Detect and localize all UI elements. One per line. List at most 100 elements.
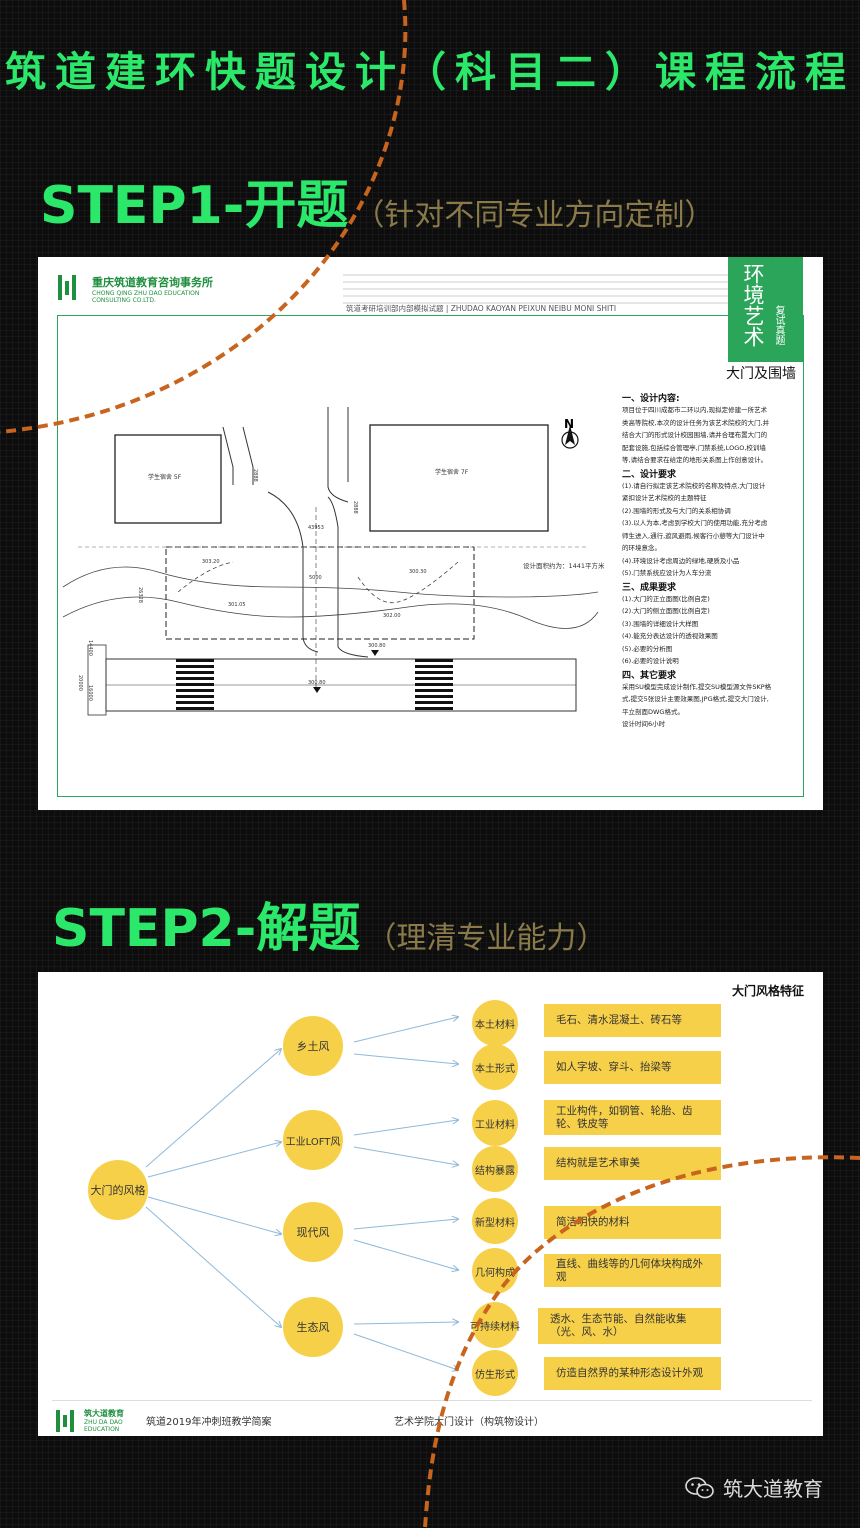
site-plan-drawing [62, 407, 599, 716]
step2-title: STEP2-解题 [52, 899, 361, 959]
company-logo-icon [58, 275, 76, 300]
req-line: (4).能充分表达设计的透视效果图 [622, 632, 718, 640]
feature-desc: 结构就是艺术审美 [544, 1147, 721, 1180]
req-line: (5).必要的分析图 [622, 644, 673, 653]
elev-2: 300.80 [368, 643, 386, 649]
feature-node: 新型材料 [472, 1198, 518, 1244]
company-name-block: 重庆筑道教育咨询事务所 CHONG QING ZHU DAO EDUCATION… [92, 274, 213, 304]
elev-3: 301.05 [228, 602, 246, 608]
step1-subtitle: （针对不同专业方向定制） [354, 198, 715, 233]
req-line: 采用SU模型完成设计制作,提交SU模型源文件SKP格 [622, 682, 772, 691]
dim-3: 43953 [308, 525, 324, 531]
mindmap-title: 大门风格特征 [732, 984, 805, 998]
footer-brand-en-1: ZHU DA DAO [84, 1419, 123, 1426]
step1-heading: STEP1-开题 （针对不同专业方向定制） [40, 163, 714, 238]
req-heading-3: 三、成果要求 [622, 582, 677, 593]
style-node-eco: 生态风 [283, 1297, 343, 1357]
req-line: 类高等院校,本次的设计任务为该艺术院校的大门,并 [622, 418, 770, 427]
elev-4: 303.20 [202, 559, 220, 565]
req-heading-4: 四、其它要求 [622, 670, 677, 681]
req-line: 式,提交5张设计主要效果图,JPG格式,提交大门设计, [622, 695, 769, 703]
dim-7: 20000 [77, 675, 83, 691]
subject-tag: 环境艺术 复试真题 [728, 257, 803, 362]
footer-rule [52, 1400, 812, 1401]
req-line: (2).围墙的形式及与大门的关系相协调 [622, 506, 731, 515]
style-mindmap-panel: 大门风格特征 大门的风格 乡土风 工业LOFT风 现代风 生态风 本土材料 本土… [38, 972, 823, 1436]
req-line: 等,请结合要求在给定的地形关系图上作创意设计。 [622, 456, 768, 464]
building-left-label: 学生宿舍 5F [148, 474, 182, 481]
req-line: 紧扣设计艺术院校的主题特征 [622, 494, 707, 502]
feature-node: 工业材料 [472, 1100, 518, 1146]
step2-subtitle: （理清专业能力） [366, 921, 607, 956]
step1-title: STEP1-开题 [40, 176, 349, 236]
company-name-en-1: CHONG QING ZHU DAO EDUCATION [92, 290, 200, 297]
subject-tag-main: 环境艺术 [741, 263, 765, 347]
elev-6: 302.00 [383, 613, 401, 619]
feature-node: 本土形式 [472, 1044, 518, 1090]
req-line: 的环境意念。 [622, 544, 661, 552]
root-node: 大门的风格 [88, 1160, 148, 1220]
dim-6: 14400 [87, 640, 93, 656]
req-heading-2: 二、设计要求 [622, 469, 677, 480]
req-line: 配套设施,包括综合管理亭,门禁系统,LOGO,校训墙 [622, 443, 766, 452]
step2-heading: STEP2-解题 （理清专业能力） [52, 886, 606, 961]
feature-desc: 毛石、清水混凝土、砖石等 [544, 1004, 721, 1037]
req-line: (1).大门的正立面图(比例自定) [622, 594, 710, 603]
feature-node: 仿生形式 [472, 1350, 518, 1396]
company-name-cn: 重庆筑道教育咨询事务所 [92, 276, 213, 289]
footer-topic: 艺术学院大门设计（构筑物设计） [394, 1417, 544, 1428]
feature-node: 结构暴露 [472, 1146, 518, 1192]
dim-2: 2888 [352, 501, 358, 514]
requirements-block: 一、设计内容: 项目位于四川成都市二环以内,现拟定修建一所艺术 类高等院校,本次… [622, 391, 771, 731]
req-line: (3).以人为本,考虑到学校大门的使用功能,充分考虑 [622, 519, 768, 527]
wechat-watermark: 筑大道教育 [685, 1473, 823, 1502]
style-node-rural: 乡土风 [283, 1016, 343, 1076]
req-line: (2).大门的侧立面图(比例自定) [622, 607, 710, 615]
dim-4: 5000 [309, 575, 322, 581]
req-line: 设计时间6小时 [622, 720, 666, 728]
dim-8: 16000 [87, 685, 93, 701]
footer-brand-en-2: EDUCATION [84, 1426, 120, 1433]
watermark-text: 筑大道教育 [723, 1477, 823, 1501]
exam-sheet-panel: 重庆筑道教育咨询事务所 CHONG QING ZHU DAO EDUCATION… [38, 257, 823, 810]
area-label: 设计面积约为：1441平方米 [523, 562, 605, 570]
req-line: (1).请自行拟定该艺术院校的名称及特点,大门设计 [622, 481, 766, 490]
company-name-en-2: CONSULTING CO.LTD. [92, 297, 156, 304]
footer-course: 筑道2019年冲刺班教学简案 [146, 1417, 272, 1428]
footer-brand-cn: 筑大道教育 [84, 1409, 124, 1418]
feature-desc: 透水、生态节能、自然能收集（光、风、水） [538, 1308, 721, 1344]
feature-desc: 如人字坡、穿斗、抬梁等 [544, 1051, 721, 1084]
topic-title: 大门及围墙 [726, 366, 796, 382]
elev-1: 300.80 [308, 680, 326, 686]
wechat-icon [685, 1476, 714, 1498]
building-right-label: 学生宿舍 7F [435, 469, 469, 476]
feature-node: 本土材料 [472, 1000, 518, 1046]
req-line: 平立剖面DWG格式。 [622, 707, 684, 716]
req-line: 结合大门的形式设计校园围墙,请并合理布置大门的 [622, 431, 768, 439]
feature-desc: 简洁明快的材料 [544, 1206, 721, 1239]
req-line: 师生进入,通行,遮风避雨,候客行小憩等大门设计中 [622, 531, 765, 540]
doc-header-text: 筑道考研培训部内部模拟试题 | ZHUDAO KAOYAN PEIXUN NEI… [346, 304, 617, 313]
req-line: (3).围墙的详细设计大样图 [622, 619, 699, 628]
dim-5: 26328 [137, 587, 143, 603]
footer-brand: 筑大道教育 ZHU DA DAO EDUCATION [84, 1408, 124, 1433]
dim-1: 2888 [252, 469, 258, 482]
brand-logo-icon [56, 1410, 74, 1432]
feature-desc: 直线、曲线等的几何体块构成外观 [544, 1254, 721, 1287]
feature-desc: 工业构件，如钢管、轮胎、齿轮、铁皮等 [544, 1100, 721, 1135]
req-line: (4).环境设计考虑周边的绿地,硬质及小品 [622, 556, 740, 565]
feature-node: 可持续材料 [470, 1302, 520, 1348]
sheet-frame [57, 315, 804, 797]
feature-desc: 仿造自然界的某种形态设计外观 [544, 1357, 721, 1390]
elev-5: 300.30 [409, 569, 427, 575]
req-line: (6).必要的设计说明 [622, 657, 679, 665]
req-heading-1: 一、设计内容: [622, 394, 680, 404]
style-node-loft: 工业LOFT风 [283, 1110, 343, 1170]
page-title: 筑道建环快题设计（科目二）课程流程 [5, 48, 855, 96]
req-line: 项目位于四川成都市二环以内,现拟定修建一所艺术 [622, 406, 768, 414]
north-label: N [564, 417, 575, 431]
feature-node: 几何构成 [472, 1248, 518, 1294]
subject-tag-side: 复试真题 [773, 305, 784, 345]
req-line: (5).门禁系统应设计为人车分流 [622, 569, 712, 577]
style-node-modern: 现代风 [283, 1202, 343, 1262]
